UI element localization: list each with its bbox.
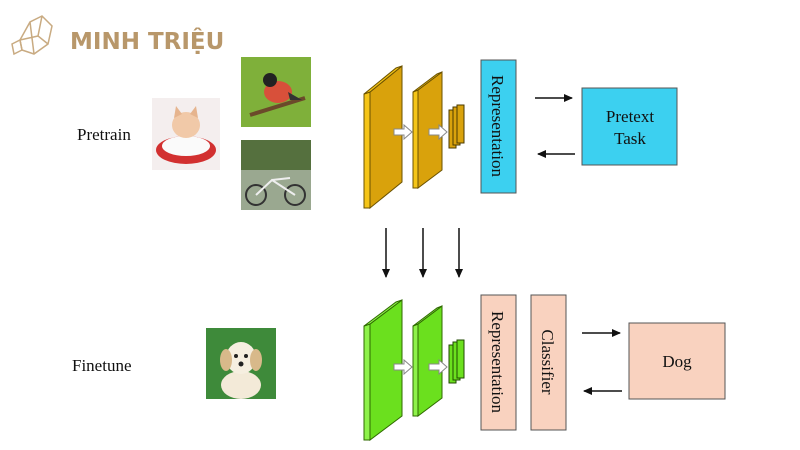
flow-arrow-icon — [428, 358, 448, 376]
bird-image — [241, 57, 311, 127]
logo: MINH TRIỆU — [11, 15, 224, 56]
logo-text: MINH TRIỆU — [70, 27, 224, 55]
flow-arrow-icon — [428, 123, 448, 141]
flow-arrow-icon — [393, 358, 413, 376]
pretrain-representation-label: Representation — [488, 75, 507, 177]
finetune-conv-layer-2 — [412, 305, 443, 417]
pretrain-label: Pretrain — [77, 125, 131, 144]
finetune-label: Finetune — [72, 356, 132, 375]
finetune-representation-box — [480, 294, 517, 431]
pretrain-conv-layer-1 — [363, 64, 403, 210]
pretext-task-label-line1: Pretext — [606, 107, 654, 126]
pretext-task-label-line2: Task — [614, 129, 646, 148]
classifier-label: Classifier — [538, 329, 557, 394]
flow-arrow-icon — [393, 123, 413, 141]
finetune-conv-layer-3 — [448, 339, 465, 384]
pretrain-representation-box — [480, 59, 517, 194]
output-dog-label: Dog — [662, 352, 692, 371]
pretrain-conv-layer-3 — [448, 104, 465, 149]
bicycle-image — [241, 140, 311, 210]
finetune-representation-label: Representation — [488, 311, 507, 413]
output-dog-box — [628, 322, 726, 400]
finetune-conv-layer-1 — [363, 299, 403, 441]
crystal-icon — [11, 15, 53, 56]
cat-image — [152, 98, 220, 170]
classifier-box — [530, 294, 567, 431]
pretext-task-box — [581, 87, 678, 166]
puppy-image — [206, 328, 276, 399]
